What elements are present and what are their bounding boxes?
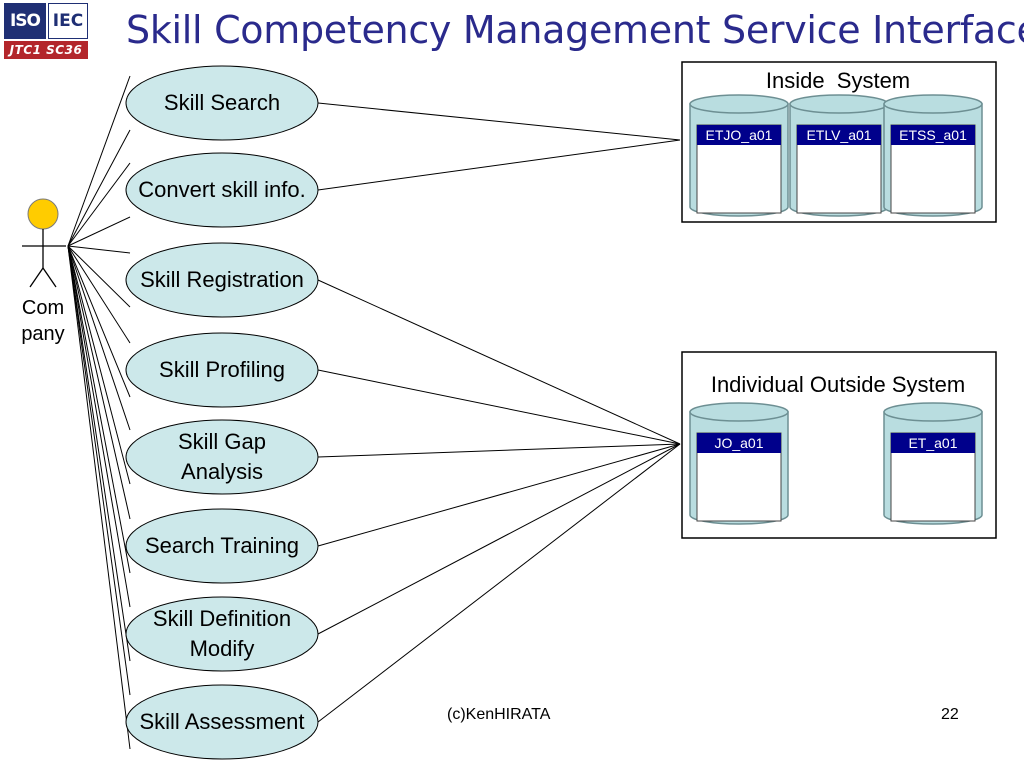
database-etss-a01: ETSS_a01 bbox=[883, 94, 983, 217]
use-case-label: Skill Search bbox=[164, 90, 280, 115]
use-case-4: Skill Profiling bbox=[125, 332, 319, 408]
table-name: ETSS_a01 bbox=[899, 127, 967, 143]
actor-connector-line bbox=[67, 245, 131, 662]
use-case-1: Skill Search bbox=[125, 65, 319, 141]
actor-label-line2: pany bbox=[21, 323, 64, 345]
database-et-a01: ET_a01 bbox=[883, 402, 983, 525]
actor-connector-line bbox=[67, 245, 131, 431]
system-connector-line bbox=[317, 443, 681, 723]
actor-connector-line bbox=[67, 245, 131, 254]
use-case-label: Skill Assessment bbox=[139, 709, 304, 734]
use-case-label: Skill Profiling bbox=[159, 357, 285, 382]
actor-leg-right bbox=[42, 267, 57, 288]
actor-head bbox=[27, 198, 59, 230]
table-header bbox=[891, 433, 975, 453]
use-case-label: Modify bbox=[190, 636, 255, 661]
table-name: ET_a01 bbox=[908, 435, 957, 451]
actor-connector-line bbox=[67, 245, 131, 308]
use-case-ellipse bbox=[125, 152, 319, 228]
outside-system-databases: JO_a01 ET_a01 bbox=[689, 402, 983, 525]
system-connector-line bbox=[317, 369, 681, 445]
use-case-label: Convert skill info. bbox=[138, 177, 306, 202]
use-case-label: Analysis bbox=[181, 459, 263, 484]
table-header bbox=[797, 125, 881, 145]
database-etjo-a01: ETJO_a01 bbox=[689, 94, 789, 217]
logo-iec-text: IEC bbox=[48, 3, 88, 39]
database-jo-a01: JO_a01 bbox=[689, 402, 789, 525]
cylinder-top bbox=[883, 402, 983, 422]
use-case-label: Search Training bbox=[145, 533, 299, 558]
table-name: JO_a01 bbox=[714, 435, 763, 451]
logo-iso-text: ISO bbox=[4, 3, 46, 39]
logo-jtc-text: JTC1 SC36 bbox=[4, 41, 88, 59]
page-title: Skill Competency Management Service Inte… bbox=[126, 8, 1024, 52]
actor-label-line1: Com bbox=[22, 297, 64, 319]
system-connector-line bbox=[317, 139, 681, 191]
actor-connector-line bbox=[67, 245, 131, 750]
connector-lines bbox=[67, 75, 681, 750]
use-case-8: Skill Assessment bbox=[125, 684, 319, 760]
cylinder-top bbox=[689, 94, 789, 114]
system-connector-line bbox=[317, 279, 681, 445]
actor-leg-left bbox=[29, 267, 44, 288]
use-case-ellipse bbox=[125, 332, 319, 408]
table-header bbox=[697, 433, 781, 453]
use-case-label: Skill Definition bbox=[153, 606, 291, 631]
system-connector-line bbox=[317, 443, 681, 635]
table-name: ETJO_a01 bbox=[706, 127, 773, 143]
iso-iec-jtc1-logo: ISO IEC JTC1 SC36 bbox=[4, 3, 88, 59]
actor-connector-line bbox=[67, 245, 131, 344]
inside-system-title: Inside System bbox=[766, 68, 910, 93]
actor-connector-line bbox=[67, 245, 131, 696]
page-number: 22 bbox=[941, 706, 959, 723]
actor-connector-line bbox=[67, 245, 131, 520]
cylinder-top bbox=[789, 94, 889, 114]
actor-connector-line bbox=[67, 75, 131, 247]
use-case-ellipse bbox=[125, 242, 319, 318]
table-header bbox=[891, 125, 975, 145]
cylinder-top bbox=[689, 402, 789, 422]
use-case-3: Skill Registration bbox=[125, 242, 319, 318]
use-case-label: Skill Registration bbox=[140, 267, 304, 292]
system-connector-line bbox=[317, 443, 681, 547]
outside-system-box: Individual Outside System JO_a01 ET_a01 bbox=[681, 351, 997, 539]
use-case-ellipse bbox=[125, 684, 319, 760]
use-case-2: Convert skill info. bbox=[125, 152, 319, 228]
actor-connector-line bbox=[67, 245, 131, 608]
use-case-ellipse bbox=[125, 508, 319, 584]
actor-connector-line bbox=[67, 245, 131, 574]
database-etlv-a01: ETLV_a01 bbox=[789, 94, 889, 217]
system-connector-line bbox=[317, 102, 681, 141]
inside-system-databases: ETJO_a01 ETLV_a01 ETSS_a01 bbox=[689, 94, 983, 217]
table-header bbox=[697, 125, 781, 145]
use-case-6: Search Training bbox=[125, 508, 319, 584]
actor-connector-line bbox=[67, 216, 131, 247]
actor-connector-line bbox=[67, 129, 131, 247]
outside-system-title: Individual Outside System bbox=[711, 372, 965, 397]
actor-company: Com pany bbox=[21, 198, 66, 345]
use-case-ellipse bbox=[125, 65, 319, 141]
table-name: ETLV_a01 bbox=[806, 127, 871, 143]
inside-system-box: Inside System ETJO_a01 ETLV_a01 ETSS_a01 bbox=[681, 61, 997, 223]
use-case-label: Skill Gap bbox=[178, 429, 266, 454]
use-case-ellipse bbox=[125, 596, 319, 672]
actor-connector-line bbox=[67, 245, 131, 485]
use-case-ellipse bbox=[125, 419, 319, 495]
footer-credit: (c)KenHIRATA bbox=[447, 706, 551, 723]
actor-connector-line bbox=[67, 245, 131, 398]
cylinder-top bbox=[883, 94, 983, 114]
actor-connector-line bbox=[67, 162, 131, 247]
system-connector-line bbox=[317, 443, 681, 458]
